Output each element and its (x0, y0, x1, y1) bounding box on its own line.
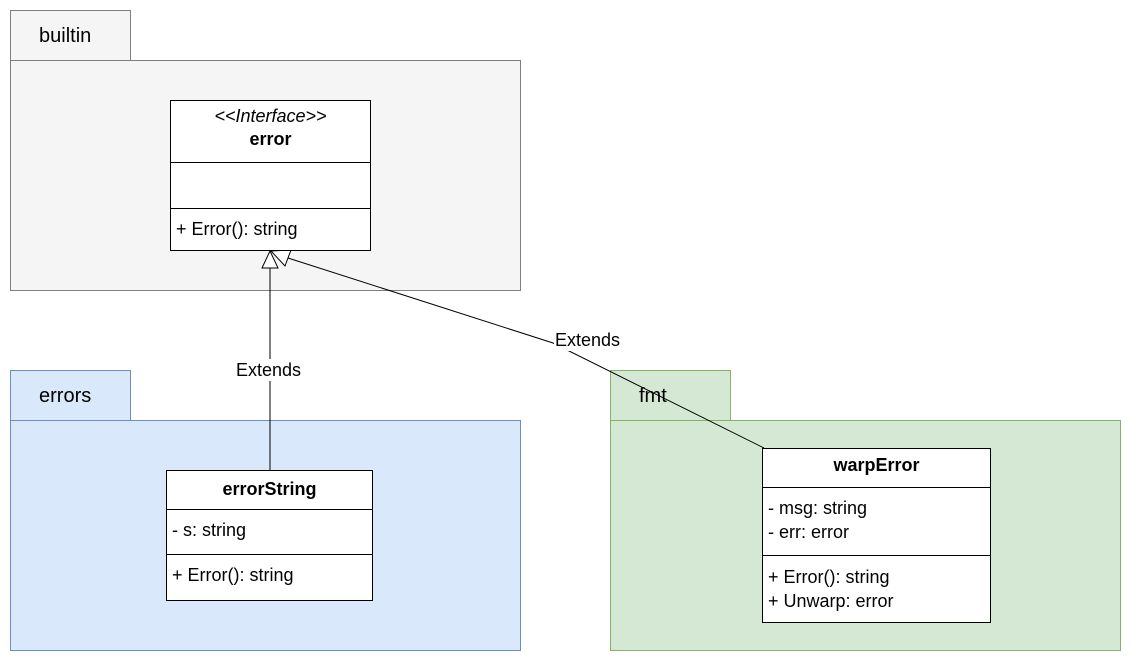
class-warperror-header: warpError (763, 449, 990, 488)
class-errorstring-operations: + Error(): string (167, 555, 372, 600)
package-fmt-tab: fmt (610, 370, 731, 421)
class-error: <<Interface>> error + Error(): string (170, 100, 371, 251)
class-errorstring-header: errorString (167, 471, 372, 510)
extends-label-errorstring: Extends (235, 359, 303, 381)
package-builtin-tab: builtin (10, 10, 131, 61)
package-fmt-label: fmt (639, 385, 667, 407)
class-warperror-attributes: - msg: string - err: error (763, 488, 990, 556)
class-warperror: warpError - msg: string - err: error + E… (762, 448, 991, 623)
class-warperror-name: warpError (833, 455, 920, 475)
class-errorstring-attributes: - s: string (167, 510, 372, 555)
extends-label-warperror: Extends (554, 329, 622, 351)
class-warperror-operations: + Error(): string + Unwarp: error (763, 556, 990, 622)
class-error-name: error (249, 129, 292, 149)
class-error-attributes (171, 163, 370, 209)
package-errors-tab: errors (10, 370, 131, 421)
class-error-op: + Error(): string (176, 219, 298, 239)
class-errorstring: errorString - s: string + Error(): strin… (166, 470, 373, 601)
class-error-header: <<Interface>> error (171, 101, 370, 163)
class-errorstring-op: + Error(): string (172, 565, 294, 585)
package-errors-label: errors (39, 385, 92, 407)
class-error-stereotype: <<Interface>> (214, 106, 327, 126)
class-warperror-op: + Unwarp: error (768, 591, 894, 611)
class-warperror-attr: - err: error (768, 522, 849, 542)
package-builtin-label: builtin (39, 25, 92, 47)
class-warperror-attr: - msg: string (768, 498, 868, 518)
class-errorstring-name: errorString (222, 479, 317, 499)
class-warperror-op: + Error(): string (768, 567, 890, 587)
class-error-operations: + Error(): string (171, 209, 370, 250)
class-errorstring-attr: - s: string (172, 520, 247, 540)
